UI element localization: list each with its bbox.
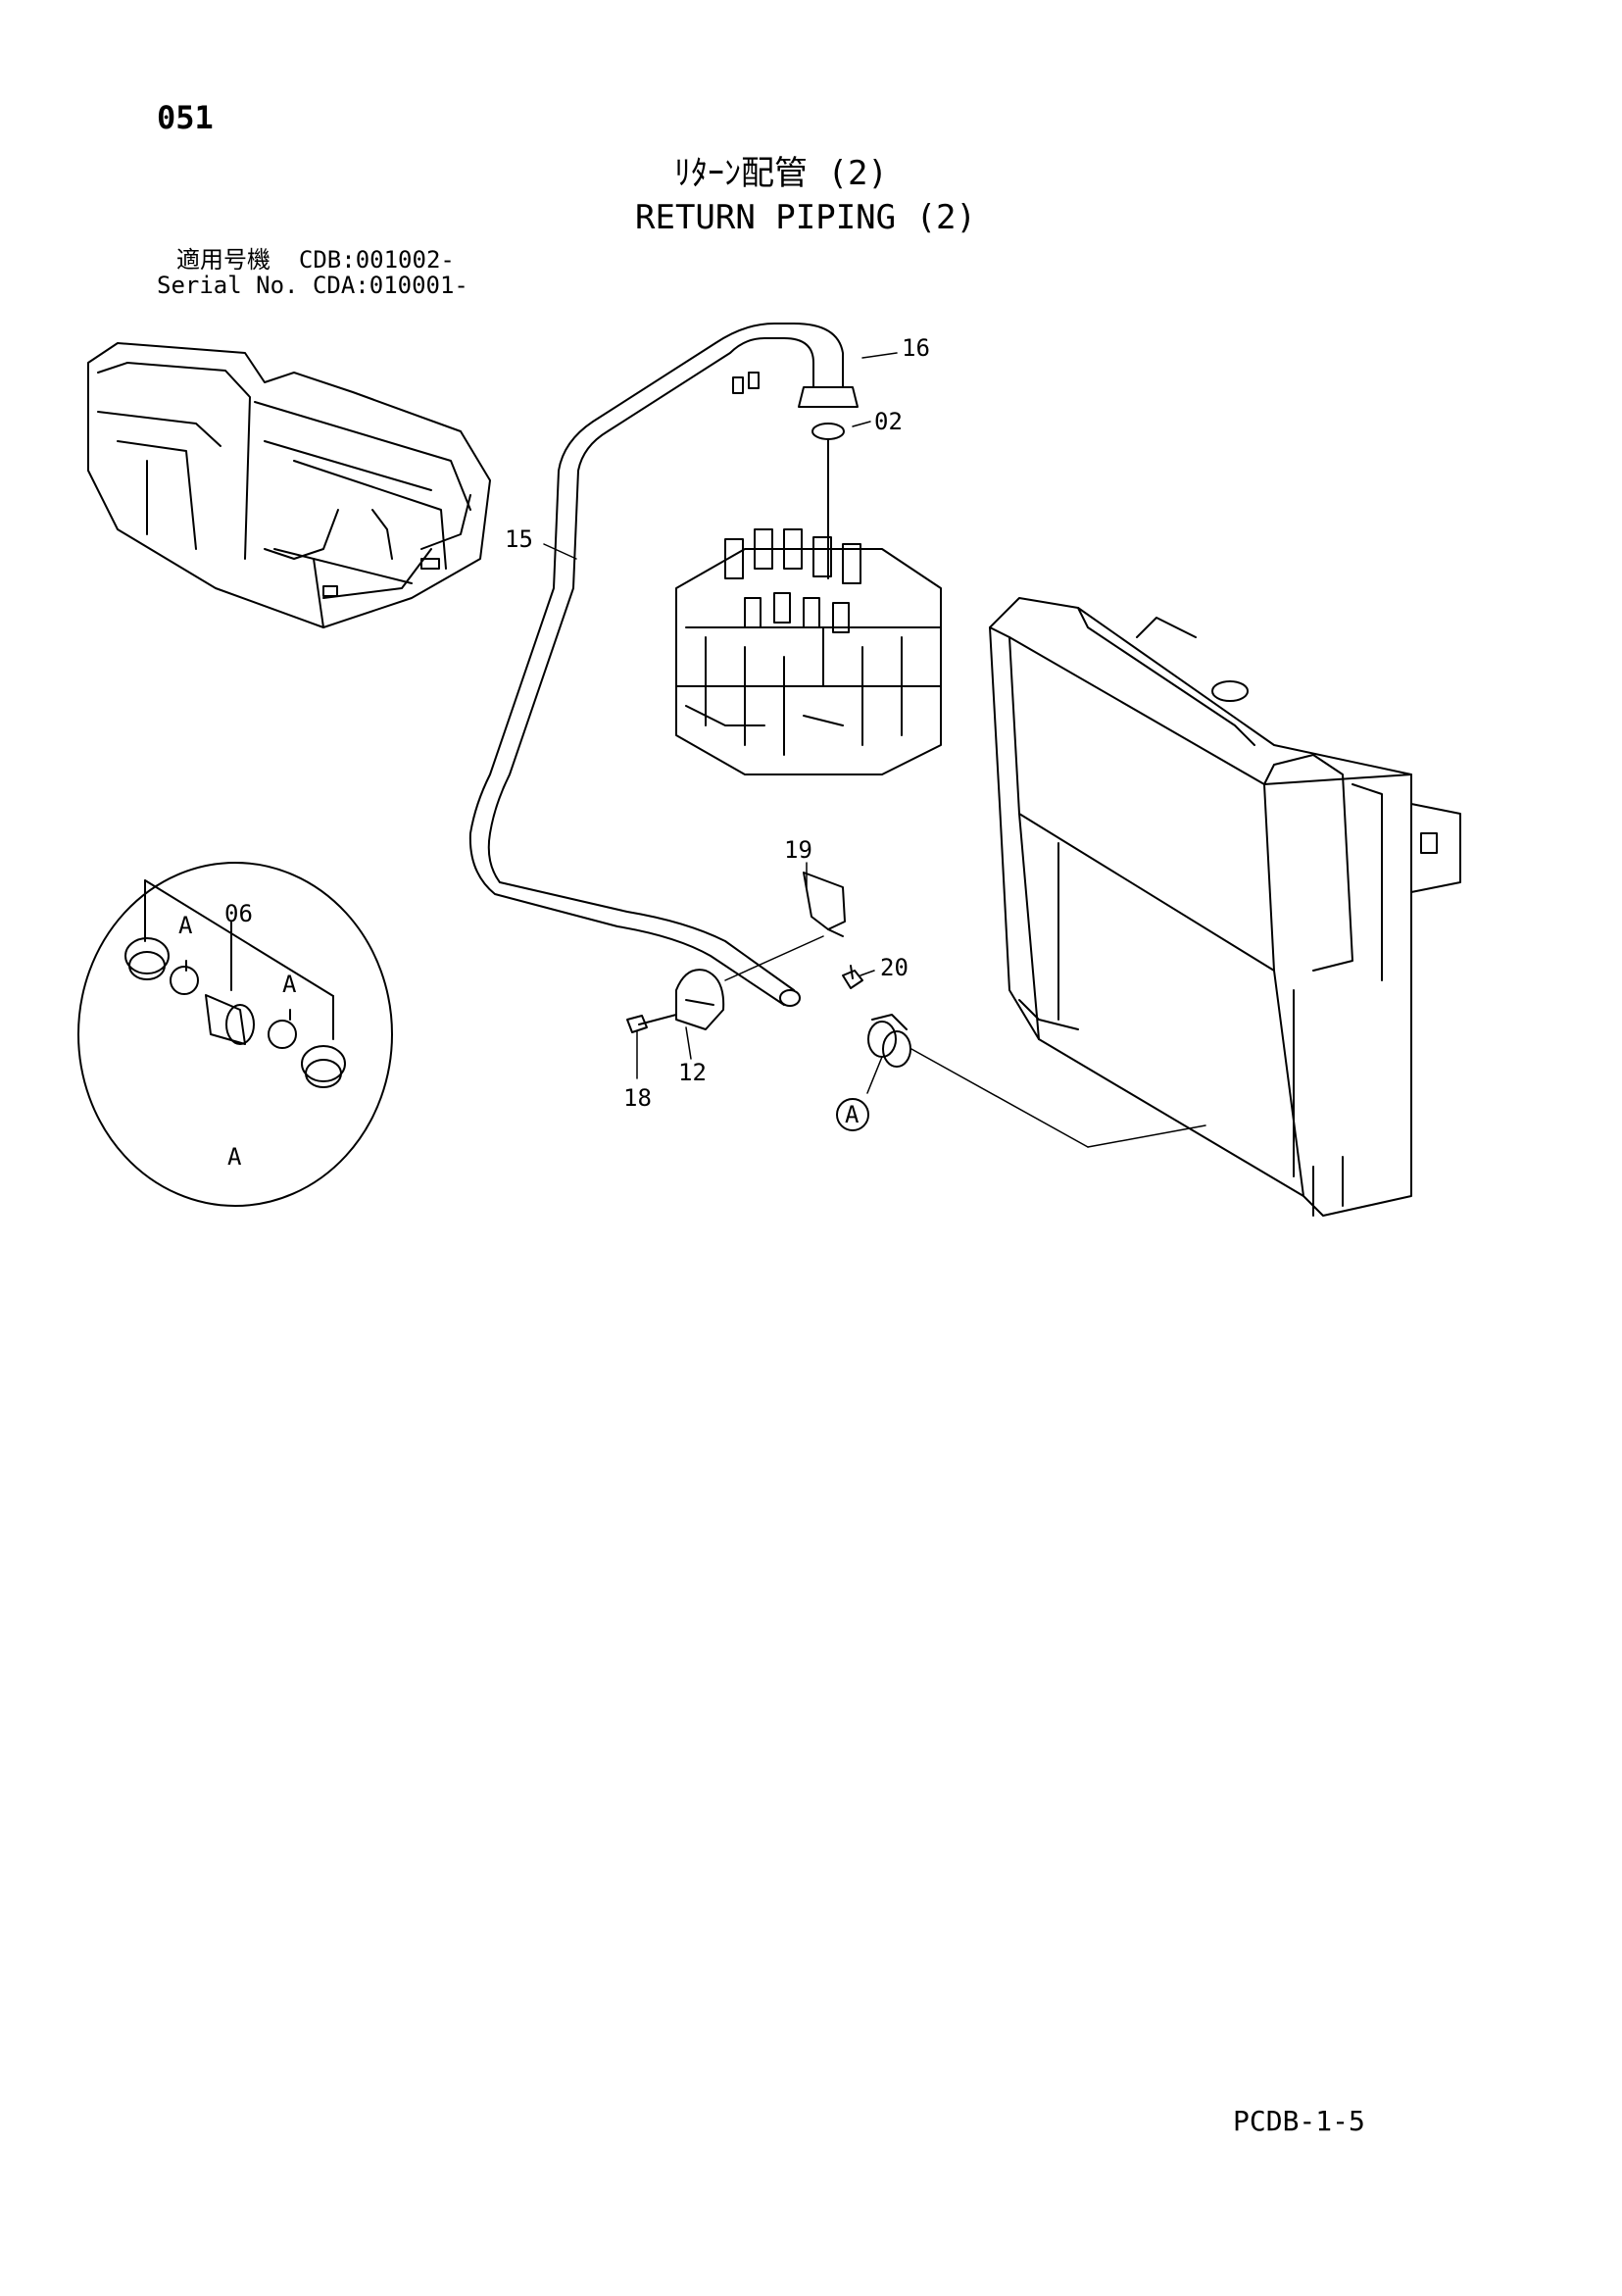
detail-a-label: A [227,1143,242,1171]
return-pipe [468,323,844,1007]
callout-19: 19 [784,836,812,864]
leader-lines [543,352,1206,1148]
callout-15: 15 [505,525,533,553]
applicable-models: 適用号機 CDB:001002- [176,246,455,274]
callout-a-detail-2: A [282,971,297,998]
reference-a-circle [836,1098,869,1131]
control-valve-illustration [675,528,942,775]
clamp-bracket-19 [803,872,846,937]
clamp-12 [675,969,725,1030]
callout-20: 20 [880,954,909,981]
title-japanese: ﾘﾀｰﾝ配管 (2) [674,154,888,193]
serial-number: Serial No. CDA:010001- [157,272,468,299]
callout-18: 18 [623,1084,652,1112]
pipe-flange [798,386,859,579]
excavator-overview-illustration [87,342,491,628]
hose-clamp [867,1014,911,1068]
callout-a-detail-1: A [178,912,193,939]
callout-02: 02 [874,408,903,435]
title-english: RETURN PIPING (2) [635,198,976,237]
radiator-illustration [989,597,1461,1217]
callout-12: 12 [678,1059,707,1086]
bolt-20 [842,965,863,989]
callout-06: 06 [224,900,253,927]
footer-code: PCDB-1-5 [1233,2105,1365,2137]
page-number: 051 [157,99,214,136]
bolt-18 [626,1014,677,1033]
detail-a-inset [77,862,393,1207]
callout-a-reference: A [845,1101,860,1128]
callout-16: 16 [902,334,930,362]
